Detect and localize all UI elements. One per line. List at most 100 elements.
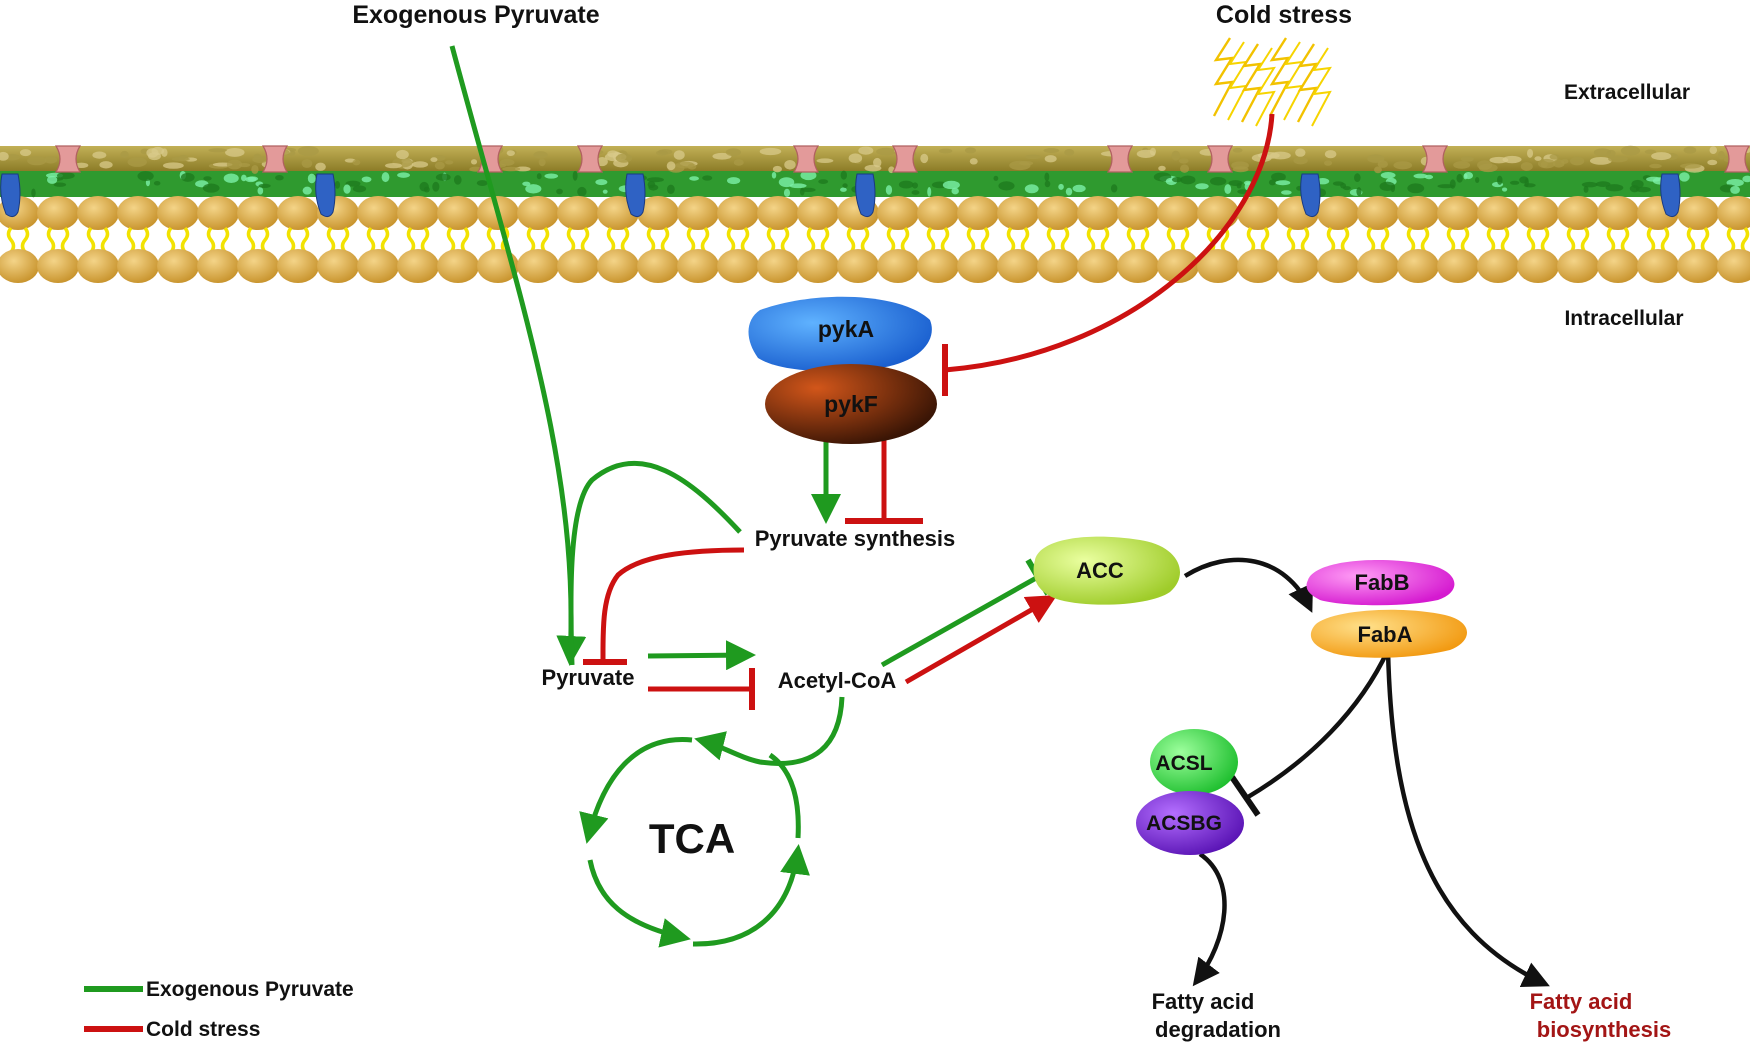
texture-dot [252, 155, 269, 164]
lipid-head [1357, 249, 1399, 283]
texture-dot [1552, 159, 1565, 168]
synthesis-to-pyruvate-green [568, 460, 742, 666]
lipid-head [557, 249, 599, 283]
texture-dot [31, 188, 36, 198]
lipid-tail [1500, 226, 1510, 254]
lipid-tail [60, 226, 70, 254]
texture-dot [1323, 160, 1333, 166]
lipid-tail [846, 226, 856, 254]
pyka-label: pykA [818, 316, 874, 342]
extracellular-label: Extracellular [1564, 81, 1690, 104]
lipid-head [1637, 249, 1679, 283]
lightning-bolt [1311, 47, 1332, 127]
texture-dot [1354, 173, 1361, 183]
texture-dot [515, 166, 531, 172]
fatty-acid-degradation-line1: Fatty acid [1152, 989, 1255, 1014]
texture-dot [1058, 183, 1064, 190]
texture-dot [352, 159, 361, 166]
texture-dot [783, 188, 791, 197]
texture-dot [595, 179, 608, 186]
porin-channel [54, 145, 82, 173]
texture-dot [430, 157, 438, 163]
lipid-head [957, 249, 999, 283]
texture-dot [938, 148, 953, 154]
cold-stress-inhibition-line [944, 113, 1275, 373]
texture-dot [307, 173, 316, 184]
membrane-protein [1660, 173, 1681, 218]
lipid-head [1037, 249, 1079, 283]
lipid-tail [1606, 226, 1616, 254]
lipid-head [677, 249, 719, 283]
exogenous-pyruvate-arrow [449, 45, 587, 666]
intracellular-label: Intracellular [1564, 307, 1683, 330]
texture-dot [352, 185, 367, 193]
texture-dot [171, 156, 190, 162]
texture-dot [1180, 164, 1190, 173]
lipid-tail [700, 226, 710, 254]
texture-dot [1519, 176, 1529, 184]
lipid-tail [340, 226, 350, 254]
lipid-tail [140, 226, 150, 254]
membrane-protein [625, 173, 646, 218]
texture-dot [969, 158, 978, 165]
texture-dot [712, 152, 732, 160]
lipid-head [1157, 249, 1199, 283]
fabb-enzyme: FabB [1306, 560, 1455, 606]
cell-membrane [0, 145, 1750, 283]
lipid-head [1557, 196, 1599, 230]
lipid-tail [220, 226, 230, 254]
lipid-heads-outer [0, 196, 1750, 230]
texture-dot [1651, 152, 1672, 161]
texture-dot [1581, 181, 1598, 188]
lipid-tail [1020, 226, 1030, 254]
texture-dot [435, 173, 451, 181]
texture-dot [238, 162, 251, 168]
legend-exogenous-label: Exogenous Pyruvate [146, 978, 354, 1001]
texture-dot [241, 174, 247, 182]
lipid-tail [1326, 226, 1336, 254]
texture-dot [120, 150, 129, 158]
texture-dot [419, 181, 429, 192]
texture-dot [1605, 184, 1624, 192]
lipid-tail [1700, 226, 1710, 254]
lipid-tail [966, 226, 976, 254]
lipid-tail [1060, 226, 1070, 254]
texture-dot [733, 159, 744, 166]
fatty-acid-degradation-line2: degradation [1155, 1017, 1281, 1042]
texture-dot [596, 157, 608, 167]
texture-dot [1475, 177, 1480, 184]
lipid-head [117, 196, 159, 230]
texture-dot [784, 159, 796, 170]
acetylcoa-to-tca-arrow [694, 696, 845, 766]
texture-dot [1635, 186, 1651, 193]
lipid-tail [1300, 226, 1310, 254]
lipid-tail [606, 226, 616, 254]
lipid-tail [1580, 226, 1590, 254]
lipid-tail [1340, 226, 1350, 254]
lipid-head [637, 196, 679, 230]
lipid-tail [180, 226, 190, 254]
texture-dot [1228, 180, 1243, 186]
lipid-head [397, 249, 439, 283]
texture-dot [1523, 183, 1536, 188]
texture-dot [381, 172, 390, 183]
lipid-tail [900, 226, 910, 254]
lipid-tail [1166, 226, 1176, 254]
lipid-head [437, 249, 479, 283]
texture-dot [1110, 184, 1118, 193]
lipid-tail [926, 226, 936, 254]
texture-dot [411, 161, 429, 168]
lipid-tail [46, 226, 56, 254]
pykf-enzyme: pykF [765, 364, 937, 444]
texture-dot [1644, 149, 1657, 155]
lipid-tail [1220, 226, 1230, 254]
texture-dot [1680, 163, 1701, 169]
lipid-tail [326, 226, 336, 254]
texture-dot [1393, 161, 1413, 170]
porin-channel [1206, 145, 1234, 173]
texture-dot [1072, 184, 1086, 193]
texture-dot [1380, 172, 1396, 179]
texture-dot [1043, 148, 1060, 153]
lipid-head [1037, 196, 1079, 230]
texture-dot [840, 187, 847, 192]
